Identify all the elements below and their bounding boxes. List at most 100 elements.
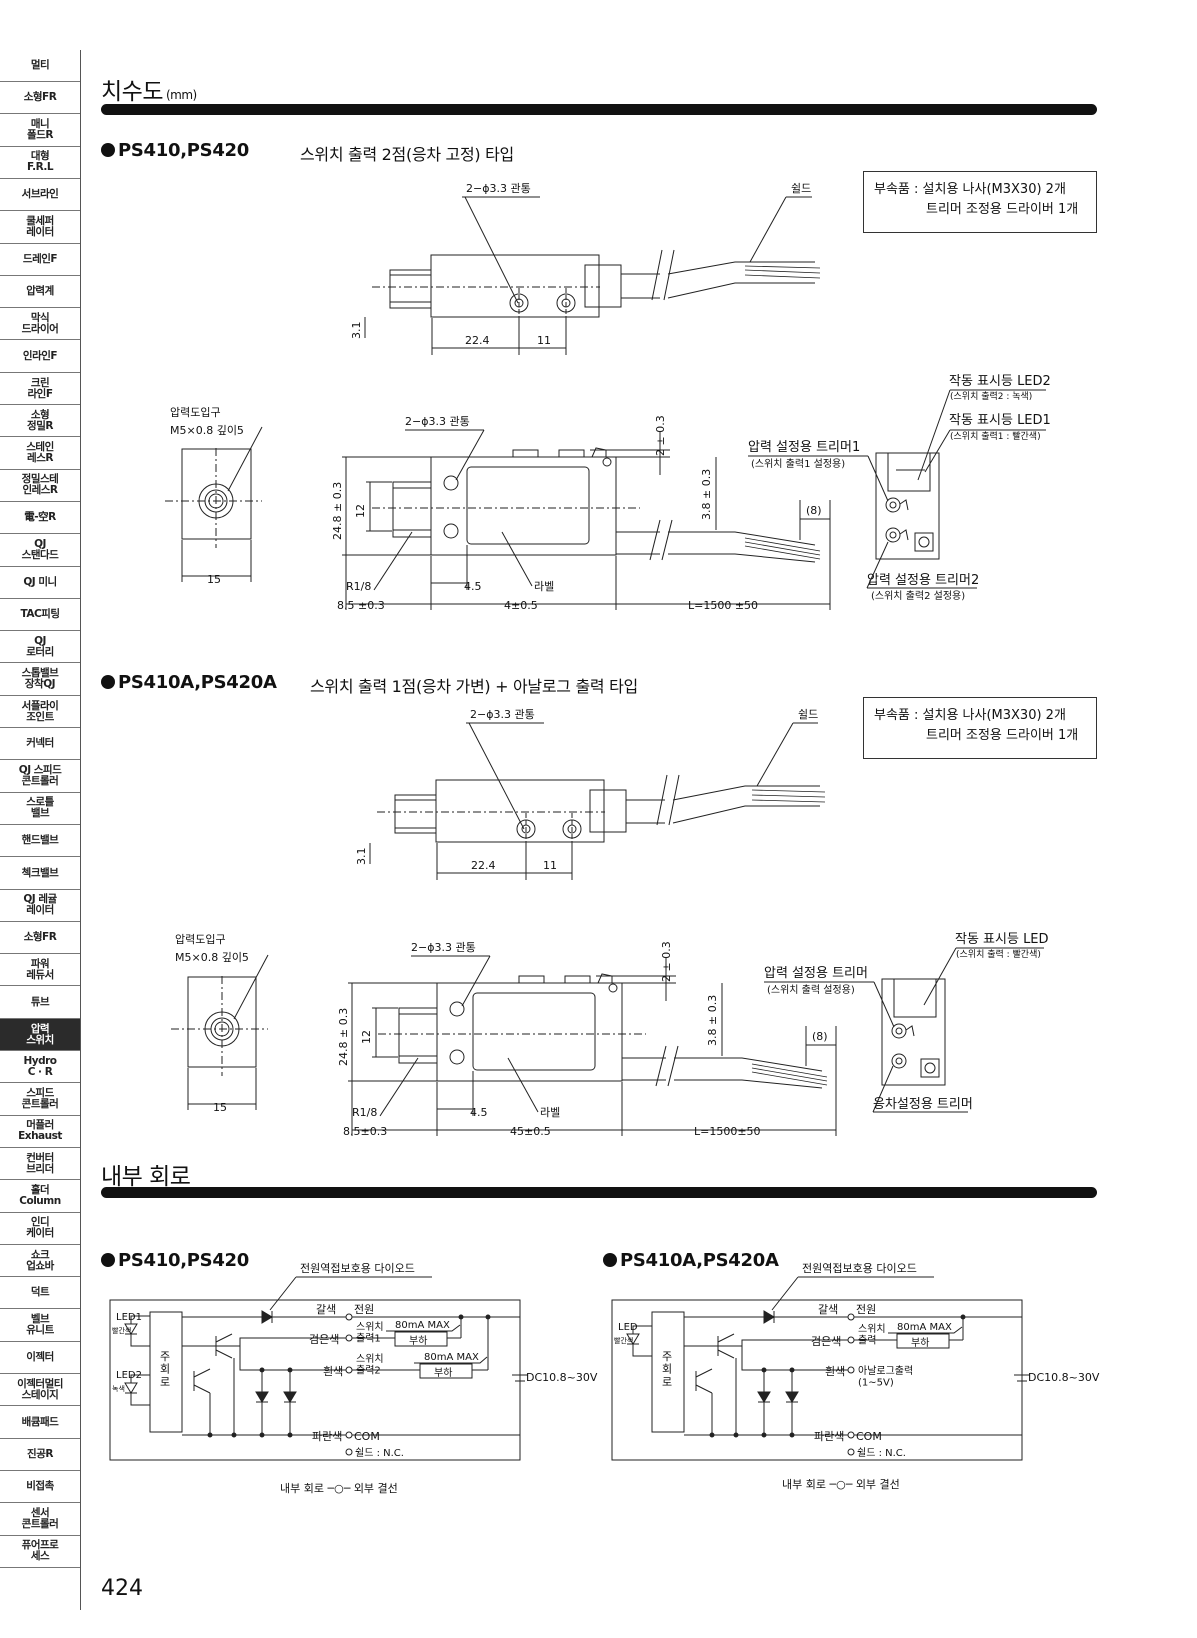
label-hole: 2−ϕ3.3 관통 [411,941,476,954]
model2-subtitle: 스위치 출력 1점(응차 가변) + 아날로그 출력 타입 [310,677,638,696]
circuit-model1-name: PS410,PS420 [118,1250,249,1271]
connector-hole [924,1062,936,1074]
dim-45: 45±0.5 [510,1125,551,1138]
sidebar-item[interactable]: 튜브 [0,987,80,1019]
current-arrow [414,1356,488,1364]
junction [259,1432,265,1438]
sidebar-item-label: 튜브 [30,995,50,1008]
sidebar-item-label: 비접촉 [26,1480,54,1493]
dim-4-5: 4.5 [464,580,482,593]
model2-heading: PS410A,PS420A [101,672,277,693]
label-diode: 전원역접보호용 다이오드 [300,1262,415,1275]
model1-side-view [748,389,1046,589]
sidebar-item[interactable]: 압력계 [0,276,80,309]
sidebar-item[interactable]: 멀티 [0,50,80,82]
sidebar-item[interactable]: QJ 미니 [0,567,80,599]
dim-r18: R1/8 [346,580,371,593]
cable-wires [751,1063,828,1086]
sidebar-item-label: 서브라인 [21,188,59,201]
cable-wires [744,537,821,560]
label-brown: 갈색 [818,1302,838,1316]
label-inlet-spec: M5×0.8 깊이5 [175,951,249,964]
front-view-port [392,481,432,538]
sidebar-item[interactable]: 덕트 [0,1277,80,1310]
label-led2: LED2 [116,1370,142,1381]
label-led1-sub: (스위치 출력1 : 빨간색) [950,430,1041,442]
mounting-hole [443,523,459,539]
cable-break [656,774,668,826]
accessory-box-2: 부속품 : 설치용 나사(M3X30) 2개 트리머 조정용 드라이버 1개 [863,697,1097,759]
cable-line [674,1057,823,1089]
sidebar-item[interactable]: 커넥터 [0,728,80,761]
dim-3-8: 3.8 ± 0.3 [706,995,719,1046]
circuit-2-frame [611,1299,1023,1461]
terminal [345,1334,353,1342]
label-shield-nc: 쉴드 : N.C. [857,1447,906,1459]
sidebar-item[interactable]: 진공R [0,1439,80,1471]
sidebar-item-label: 첵크밸브 [21,866,59,879]
sidebar-item[interactable]: 인라인F [0,341,80,373]
sidebar-item[interactable]: TAC피팅 [0,599,80,632]
label-analog: 아날로그출력(1~5V) [858,1365,913,1389]
sidebar-item-label: 핸드밸브 [21,834,59,847]
sidebar-item[interactable]: 소형FR [0,82,80,115]
trimmer-1 [885,497,901,513]
sidebar-item[interactable]: 電-空R [0,502,80,535]
sidebar-item[interactable]: 비접촉 [0,1471,80,1504]
sidebar-item-label: QJ 미니 [23,575,57,588]
sidebar-item[interactable]: 드레인F [0,244,80,276]
sidebar-item-label: 드레인F [22,252,58,265]
sidebar-item[interactable]: 이젝터 [0,1342,80,1374]
sidebar-item-label: 압력계 [26,285,54,298]
label-trim: 압력 설정용 트리머 [764,966,868,981]
sidebar-item[interactable]: 핸드밸브 [0,825,80,858]
label-trim1-sub: (스위치 출력1 설정용) [751,457,845,470]
circuit-model1-heading: PS410,PS420 [101,1250,249,1271]
label-load: 부하 [434,1366,452,1379]
sidebar-item[interactable]: 첵크밸브 [0,858,80,890]
cable-break [655,1045,667,1087]
leader-line [507,1057,539,1113]
sidebar-item[interactable]: 소형FR [0,922,80,955]
front-view-body [430,456,617,556]
sidebar-item-label: 소형FR [23,91,57,104]
sidebar-item[interactable]: 배큠패드 [0,1407,80,1439]
sidebar-item-label: 배큠패드 [21,1415,59,1428]
sidebar-item[interactable]: 서브라인 [0,179,80,212]
